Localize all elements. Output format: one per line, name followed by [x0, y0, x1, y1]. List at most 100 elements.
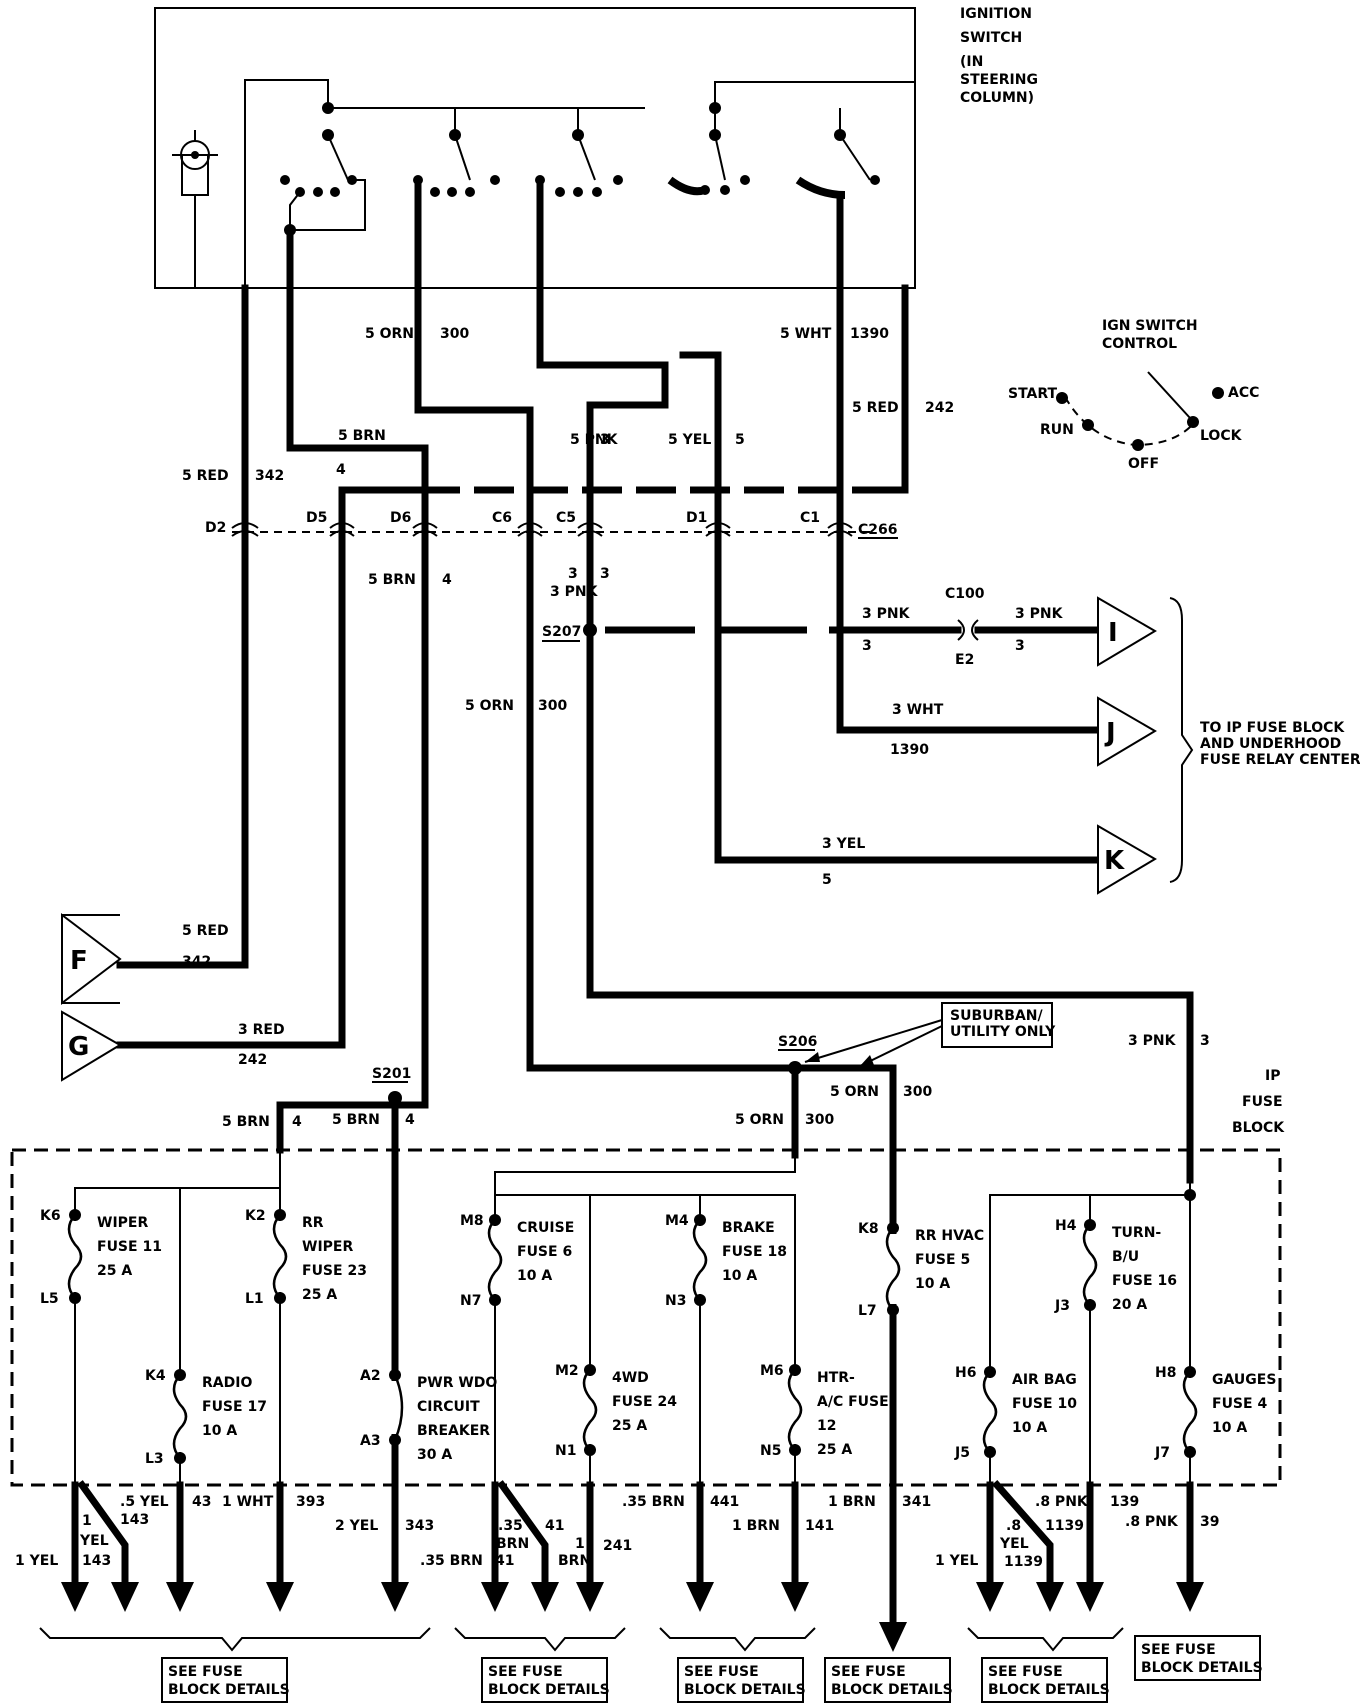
svg-text:5 PNK: 5 PNK	[570, 432, 619, 448]
svg-text:5 RED: 5 RED	[182, 468, 229, 484]
svg-text:4: 4	[292, 1114, 302, 1130]
svg-text:241: 241	[603, 1538, 632, 1554]
c266-label: C266	[858, 522, 898, 538]
svg-text:D6: D6	[390, 510, 411, 526]
fuse-pin-top: K2	[245, 1208, 266, 1224]
ign-switch-control: IGN SWITCH CONTROL START RUN OFF LOCK AC…	[1008, 318, 1259, 472]
splice-s206	[788, 1061, 802, 1075]
svg-text:K: K	[1104, 846, 1125, 876]
svg-text:43: 43	[192, 1494, 211, 1510]
splice-s207	[583, 623, 597, 637]
svg-text:3: 3	[1200, 1033, 1210, 1049]
svg-text:5 WHT: 5 WHT	[780, 326, 832, 342]
svg-text:39: 39	[1200, 1514, 1219, 1530]
svg-text:3 PNK: 3 PNK	[862, 606, 911, 622]
arrowhead	[781, 1582, 809, 1612]
svg-text:1390: 1390	[890, 742, 929, 758]
svg-text:342: 342	[255, 468, 284, 484]
svg-text:I: I	[1108, 618, 1118, 648]
svg-text:1139: 1139	[1045, 1518, 1084, 1534]
svg-text:3 PNK: 3 PNK	[1128, 1033, 1177, 1049]
fuse-pin-bottom: L1	[245, 1291, 264, 1307]
fuse-pin-bottom: N7	[460, 1293, 481, 1309]
fuse-pin-bottom: L5	[40, 1291, 59, 1307]
svg-text:5 ORN: 5 ORN	[735, 1112, 784, 1128]
fuse-pin-bottom: L3	[145, 1451, 164, 1467]
svg-text:C100: C100	[945, 586, 985, 602]
svg-text:1 YEL: 1 YEL	[935, 1553, 978, 1569]
svg-text:C5: C5	[556, 510, 576, 526]
svg-text:5 ORN: 5 ORN	[830, 1084, 879, 1100]
ignition-switch-housing	[154, 7, 916, 289]
svg-text:4: 4	[336, 462, 346, 478]
arrowhead	[879, 1622, 907, 1652]
svg-text:41: 41	[545, 1518, 564, 1534]
fuse-pin-top: M8	[460, 1213, 484, 1229]
svg-text:SUBURBAN/ UTILITY ONLY: SUBURBAN/ UTILITY ONLY	[950, 1008, 1056, 1040]
fuse-pin-top: H6	[955, 1365, 976, 1381]
svg-text:300: 300	[903, 1084, 932, 1100]
arrowhead	[576, 1582, 604, 1612]
arrowhead	[1176, 1582, 1204, 1612]
svg-text:.8 PNK: .8 PNK	[1035, 1494, 1089, 1510]
svg-text:D5: D5	[306, 510, 327, 526]
svg-text:D2: D2	[205, 520, 226, 536]
output-wire-labels: 1 YEL 1 YEL 143 .5 YEL 143 43 1 WHT 393 …	[15, 1494, 1219, 1570]
svg-text:.5 YEL: .5 YEL	[120, 1494, 169, 1510]
svg-text:393: 393	[296, 1494, 325, 1510]
svg-text:3: 3	[568, 566, 578, 582]
fuse-pin-top: K8	[858, 1221, 879, 1237]
svg-text:5 ORN: 5 ORN	[365, 326, 414, 342]
svg-text:1390: 1390	[850, 326, 889, 342]
svg-text:S201: S201	[372, 1066, 411, 1082]
wire-red-242	[116, 528, 346, 1049]
arrowhead	[266, 1582, 294, 1612]
svg-text:41: 41	[495, 1553, 514, 1569]
svg-text:3: 3	[1015, 638, 1025, 654]
svg-text:342: 342	[182, 954, 211, 970]
svg-text:2 YEL: 2 YEL	[335, 1518, 378, 1534]
svg-text:5 YEL: 5 YEL	[668, 432, 711, 448]
fuse-pin-bottom: L7	[858, 1303, 877, 1319]
fuse-pin-bottom: J5	[954, 1445, 970, 1461]
svg-text:J: J	[1104, 718, 1116, 748]
fuse-pin-bottom: A3	[360, 1433, 381, 1449]
ignition-switch-label: IGNITION SWITCH (IN STEERING COLUMN)	[960, 6, 1043, 106]
svg-text:5: 5	[822, 872, 832, 888]
svg-text:E2: E2	[955, 652, 974, 668]
connector-c266: D2 D5 D6 C6 C5 D1 C1 C266	[205, 510, 898, 539]
svg-text:1 WHT: 1 WHT	[222, 1494, 274, 1510]
svg-text:.35 BRN: .35 BRN	[420, 1553, 483, 1569]
svg-text:1 YEL 143: 1 YEL 143	[79, 1513, 114, 1569]
svg-text:G: G	[68, 1032, 89, 1062]
splices: S207 S206 S201	[372, 623, 817, 1105]
output-wires	[71, 1480, 1194, 1629]
to-ip-fuse-note: TO IP FUSE BLOCK AND UNDERHOOD FUSE RELA…	[1200, 720, 1360, 768]
wire-orn-300	[414, 176, 799, 1072]
svg-text:441: 441	[710, 1494, 739, 1510]
svg-text:4: 4	[405, 1112, 415, 1128]
pos-start: START	[1008, 386, 1058, 402]
pos-acc: ACC	[1228, 385, 1259, 401]
svg-text:5 RED: 5 RED	[182, 923, 229, 939]
svg-text:5: 5	[735, 432, 745, 448]
terminal-i	[1097, 596, 1157, 667]
